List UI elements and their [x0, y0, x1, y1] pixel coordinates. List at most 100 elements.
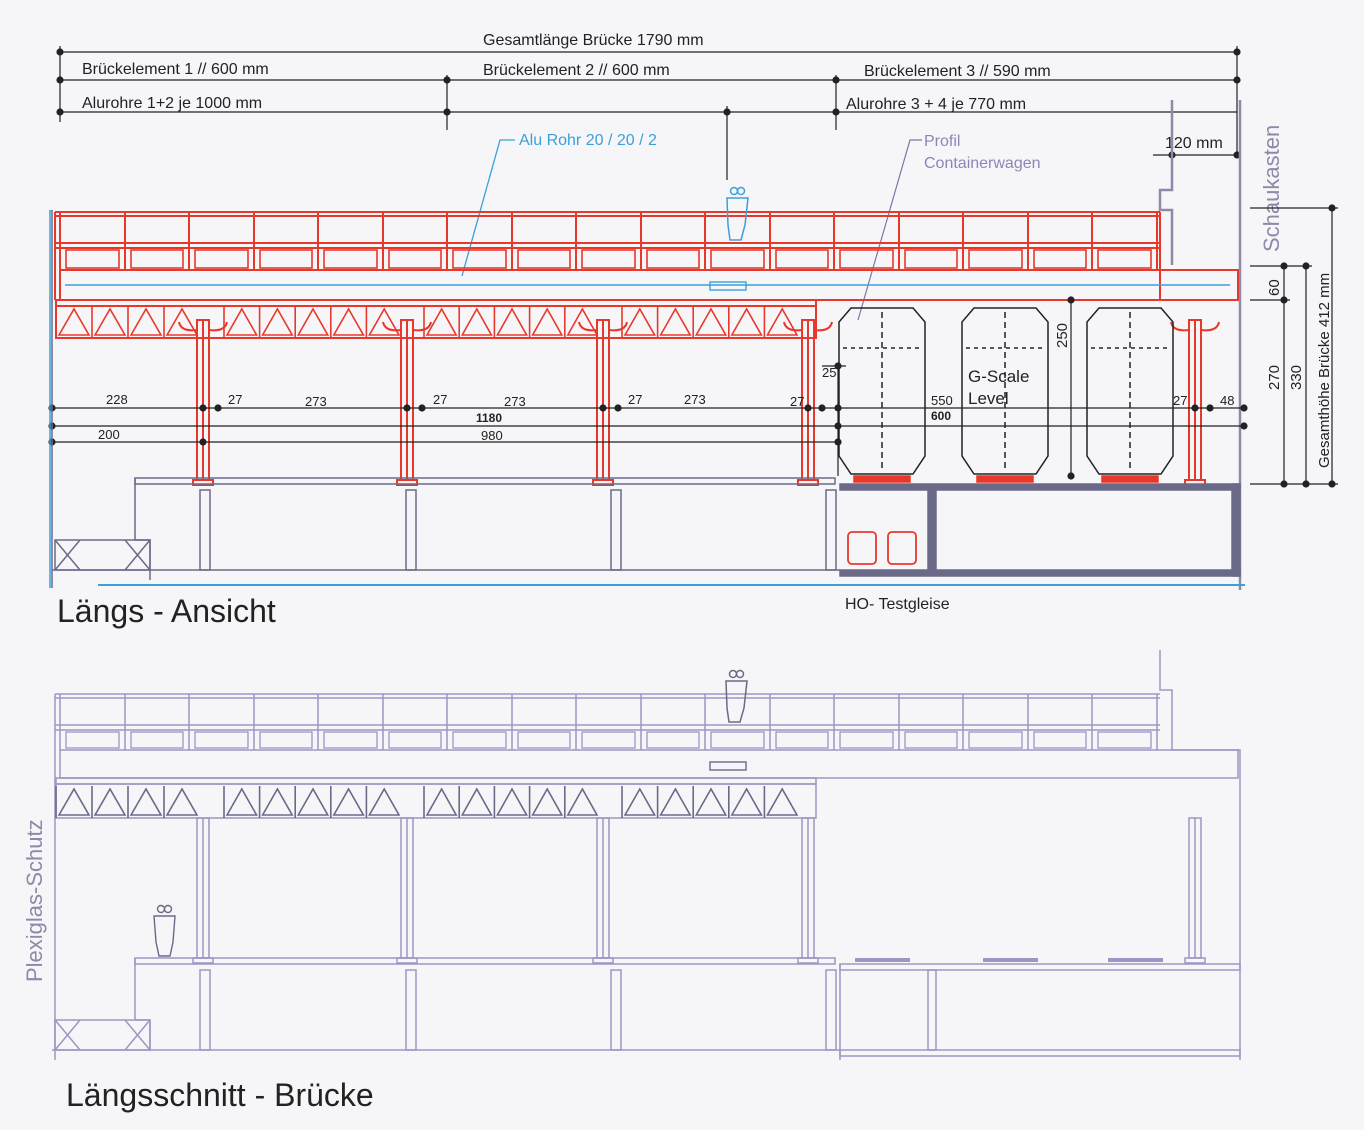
- height-270-label: 270: [1266, 365, 1283, 390]
- truss-triangle: [694, 787, 728, 816]
- truss-triangle: [225, 787, 258, 816]
- truss-triangle: [623, 307, 656, 336]
- truss-triangle: [57, 787, 91, 816]
- column-bracket: [783, 321, 803, 332]
- person-figure-blue: [726, 186, 749, 241]
- dim-273-b: 273: [504, 394, 526, 409]
- truss-triangle: [225, 307, 258, 336]
- dim-980: 980: [481, 428, 503, 443]
- container-outline: [961, 307, 1049, 475]
- dim-dot: [834, 422, 842, 430]
- height-330-label: 330: [1288, 365, 1305, 390]
- bridge-column-foot: [192, 479, 214, 486]
- truss-triangle: [129, 787, 163, 816]
- truss-triangle: [566, 307, 599, 336]
- element-1-label: Brückelement 1 // 600 mm: [82, 61, 269, 78]
- truss-triangle: [659, 787, 692, 816]
- truss-triangle: [766, 307, 799, 336]
- dim-273-a: 273: [305, 394, 327, 409]
- truss-triangle: [766, 787, 799, 816]
- dimension-numbers: 228 27 273 27 273 27 273 27 550 600 27 4…: [98, 392, 1234, 443]
- railing-panel: [194, 731, 249, 749]
- dim-dot: [834, 438, 842, 446]
- truss-triangle: [425, 307, 458, 336]
- column-bracket: [1170, 321, 1190, 332]
- truss-triangle: [496, 307, 528, 336]
- person-figure-small: [153, 904, 176, 957]
- railing-panel: [388, 249, 442, 269]
- railing-panel: [581, 731, 636, 749]
- person-figure-section: [725, 669, 748, 723]
- railing-panel: [1097, 249, 1152, 269]
- profil-label-2: Containerwagen: [924, 155, 1041, 172]
- container-bogie: [853, 475, 911, 483]
- truss-triangle: [296, 787, 330, 816]
- railing-panel: [65, 249, 120, 269]
- section-track-marks: [855, 958, 1163, 962]
- truss-triangle: [531, 787, 564, 816]
- bridge-columns: [178, 319, 1220, 486]
- truss-triangle: [425, 787, 458, 816]
- truss-diagonals: [55, 306, 799, 338]
- section-railing-panels: [65, 731, 1152, 749]
- alu-rohr-connector: [709, 281, 747, 291]
- railing-panel: [1033, 249, 1087, 269]
- column-dimensions: [48, 404, 1248, 446]
- truss-triangle: [460, 787, 493, 816]
- dim-273-c: 273: [684, 392, 706, 407]
- railing-panel: [323, 731, 378, 749]
- profil-label-1: Profil: [924, 133, 960, 150]
- schaukasten-label: Schaukasten: [1259, 125, 1284, 252]
- dim-27-d: 27: [790, 394, 804, 409]
- railing-panel: [452, 731, 507, 749]
- dim-dot: [804, 404, 812, 412]
- dim-200: 200: [98, 427, 120, 442]
- truss-triangle: [730, 787, 763, 816]
- railing-panel: [194, 249, 249, 269]
- truss-triangle: [93, 307, 127, 336]
- railing-panel: [259, 249, 313, 269]
- container-bogie: [1101, 475, 1159, 483]
- ho-testgleise-label: HO- Testgleise: [845, 596, 950, 613]
- plexiglas-label: Plexiglas-Schutz: [22, 819, 47, 982]
- dim-dot: [214, 404, 222, 412]
- alu-1-2-label: Alurohre 1+2 je 1000 mm: [82, 95, 262, 112]
- section-truss: [55, 786, 799, 818]
- height-total-label: Gesamthöhe Brücke 412 mm: [1316, 273, 1333, 468]
- truss-triangle: [332, 307, 365, 336]
- element-3-label: Brückelement 3 // 590 mm: [864, 63, 1051, 80]
- bridge-section-lavender: [54, 650, 1241, 1060]
- dim-dot: [834, 404, 842, 412]
- column-bracket: [382, 321, 402, 332]
- alu-rohr-leader: [461, 139, 515, 277]
- railing-panel: [130, 249, 184, 269]
- container-outline: [1086, 307, 1174, 475]
- ho-testgleise-wagons: [847, 531, 917, 565]
- view-title-2: Längsschnitt - Brücke: [66, 1077, 374, 1113]
- dim-27-e: 27: [1173, 393, 1187, 408]
- section-railing-posts: [59, 694, 1158, 750]
- railing-panel: [517, 731, 571, 749]
- railing-panel: [646, 731, 700, 749]
- railing-panel: [968, 731, 1023, 749]
- truss-triangle: [531, 307, 564, 336]
- truss-triangle: [129, 307, 163, 336]
- railing-panel: [839, 731, 894, 749]
- bridge-column-foot: [797, 479, 819, 486]
- railing-posts: [59, 212, 1158, 270]
- truss-triangle: [93, 787, 127, 816]
- railing-panel: [775, 249, 829, 269]
- truss-triangle: [694, 307, 728, 336]
- height-60-label: 60: [1266, 279, 1283, 296]
- railing-panel: [904, 249, 958, 269]
- truss-triangle: [261, 787, 294, 816]
- truss-triangle: [460, 307, 493, 336]
- base-structure-section: [52, 957, 1241, 1060]
- dim-1180: 1180: [476, 411, 502, 425]
- railing-panel: [388, 731, 442, 749]
- total-length-label: Gesamtlänge Brücke 1790 mm: [483, 32, 704, 49]
- column-bracket: [208, 321, 228, 332]
- railing-panel: [130, 731, 184, 749]
- railing-panel: [323, 249, 378, 269]
